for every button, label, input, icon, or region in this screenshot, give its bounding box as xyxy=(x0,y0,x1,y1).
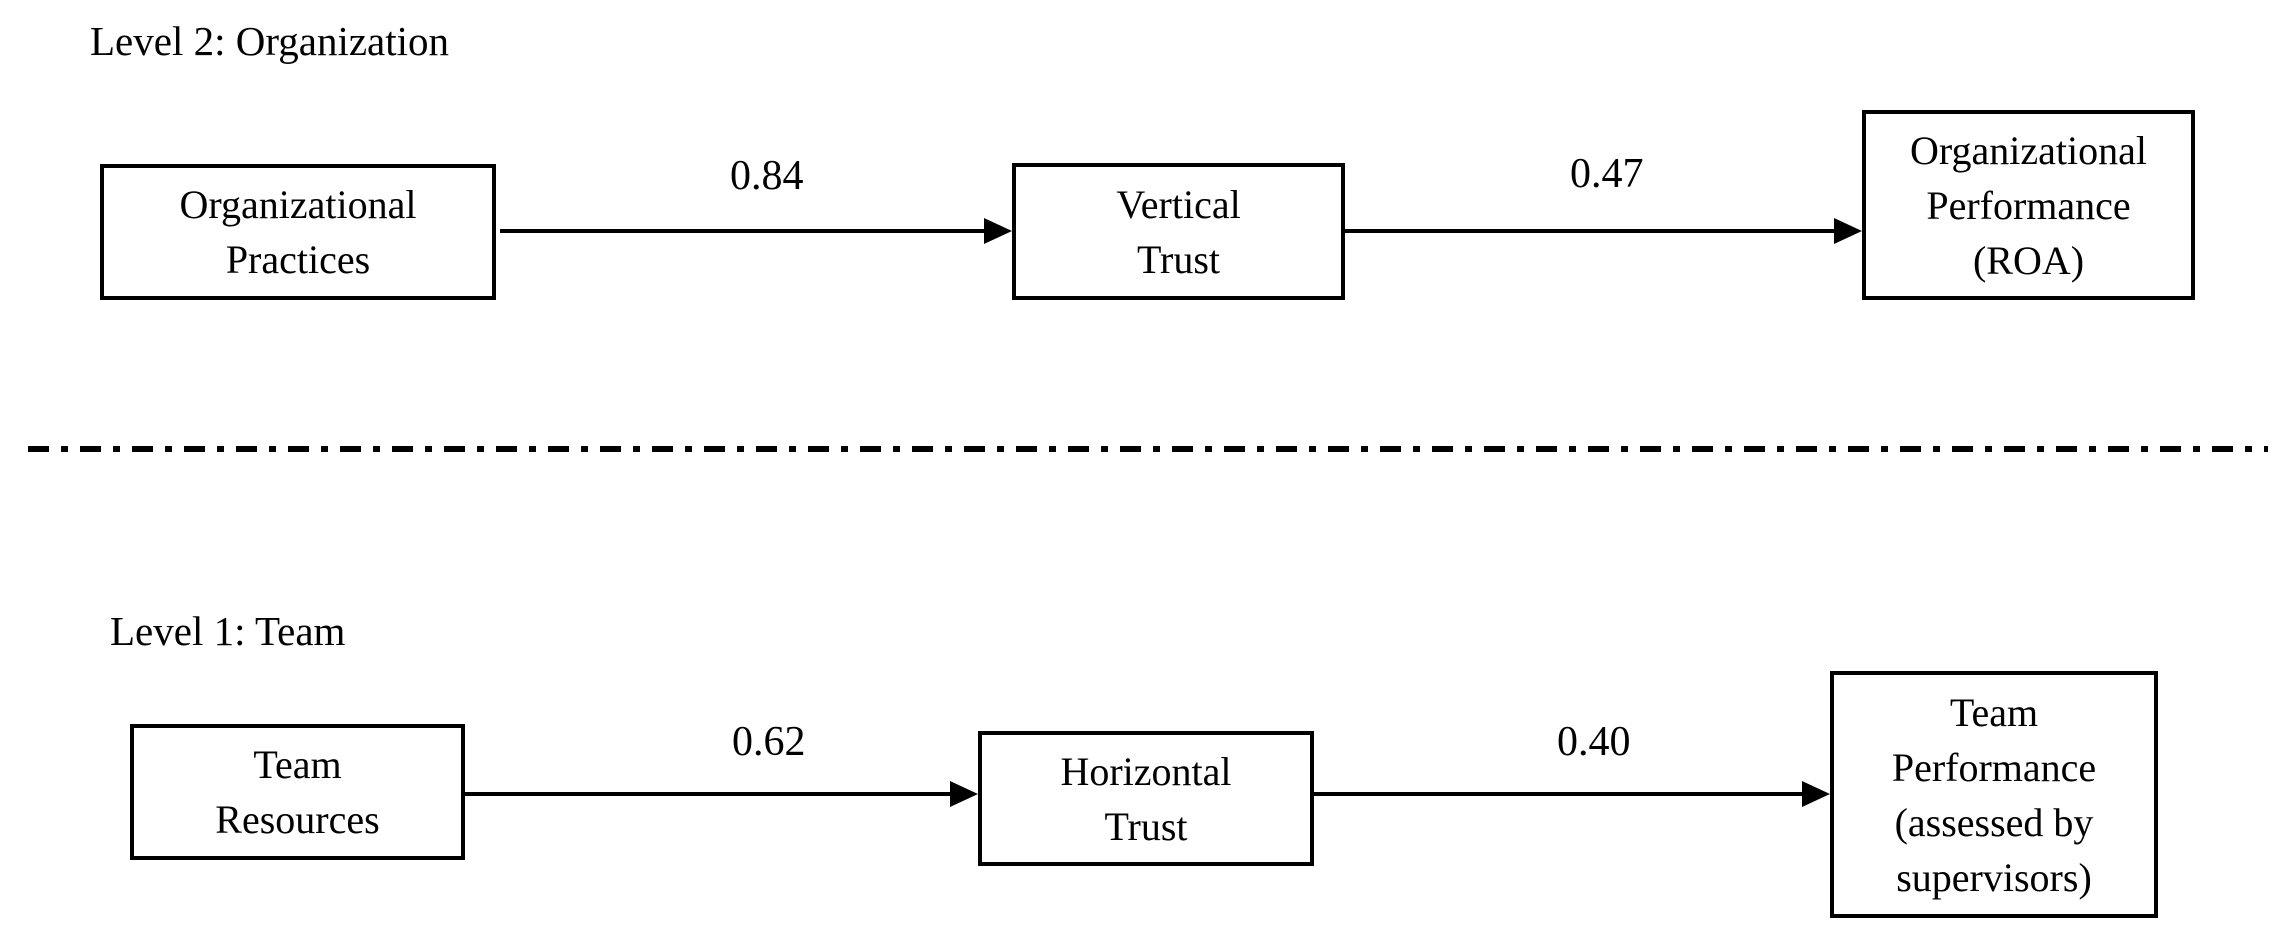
arrowhead-icon xyxy=(950,781,978,807)
node-text-line: Trust xyxy=(1104,803,1188,849)
path-coefficient-trust-to-team-performance: 0.40 xyxy=(1557,719,1631,765)
node-text-line: Performance xyxy=(1926,182,2131,228)
node-text-line: Team xyxy=(253,742,342,787)
arrow-line xyxy=(1314,792,1802,796)
node-organizational-performance-roa: Organizational Performance (ROA) xyxy=(1862,110,2195,300)
level1-label: Level 1: Team xyxy=(110,608,346,654)
node-team-resources: Team Resources xyxy=(130,724,465,860)
node-team-performance: Team Performance (assessed by supervisor… xyxy=(1830,671,2158,918)
node-text-line: (ROA) xyxy=(1972,237,2085,283)
node-text-line: Organizational xyxy=(179,182,417,227)
path-coefficient-practices-to-trust: 0.84 xyxy=(730,153,804,199)
node-text-line: Trust xyxy=(1136,236,1221,282)
arrow-line xyxy=(465,792,950,796)
arrowhead-icon xyxy=(984,218,1012,244)
arrow-line xyxy=(500,229,984,233)
node-text-line: Horizontal xyxy=(1060,748,1232,794)
arrow-line xyxy=(1345,229,1834,233)
path-coefficient-resources-to-trust: 0.62 xyxy=(732,719,806,765)
node-horizontal-trust: Horizontal Trust xyxy=(978,731,1314,866)
arrowhead-icon xyxy=(1834,218,1862,244)
node-text-line: (assessed by xyxy=(1894,799,2094,845)
node-vertical-trust: Vertical Trust xyxy=(1012,163,1345,300)
node-text-line: Team xyxy=(1949,689,2039,735)
node-organizational-practices: Organizational Practices xyxy=(100,164,496,300)
node-text-line: Resources xyxy=(215,797,380,842)
node-text-line: Practices xyxy=(225,237,371,282)
level-divider-dash-dot-line xyxy=(28,446,2268,452)
level2-label: Level 2: Organization xyxy=(90,18,450,64)
node-text-line: Vertical xyxy=(1116,181,1241,227)
node-text-line: Organizational xyxy=(1910,127,2147,173)
node-text-line: Performance xyxy=(1891,744,2097,790)
path-coefficient-trust-to-org-performance: 0.47 xyxy=(1570,151,1644,197)
arrowhead-icon xyxy=(1802,781,1830,807)
node-text-line: supervisors) xyxy=(1896,854,2092,900)
